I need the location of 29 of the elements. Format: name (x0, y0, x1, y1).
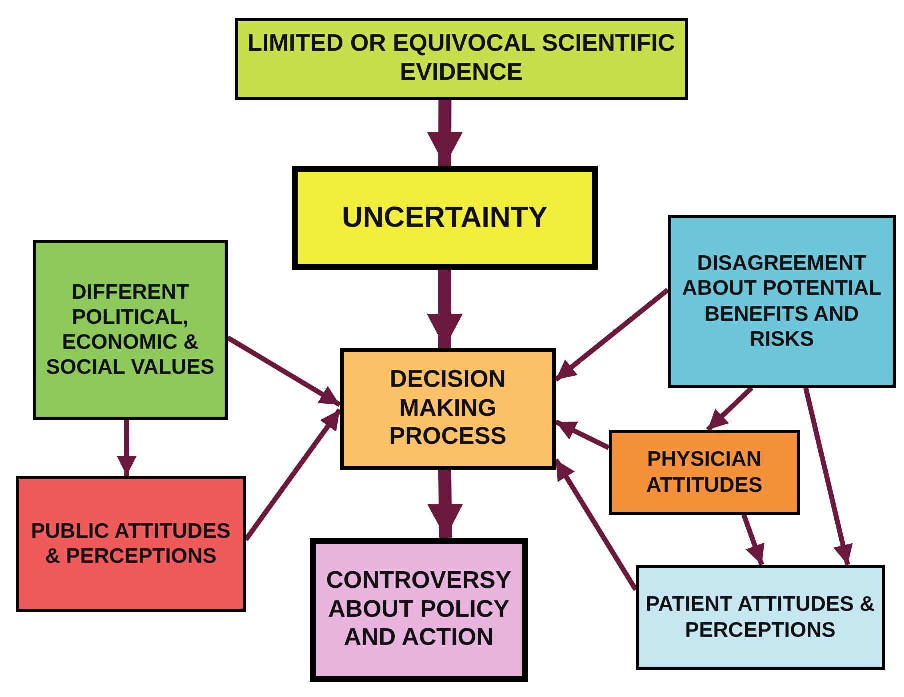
arrow (427, 100, 464, 166)
box-label: UNCERTAINTY (342, 200, 548, 236)
arrow (116, 420, 137, 476)
process-box (310, 538, 528, 682)
process-box (292, 166, 598, 270)
process-box (636, 565, 885, 670)
process-box (33, 240, 228, 420)
box-label: DISAGREEMENT ABOUT POTENTIAL BENEFITS AND RISKS (681, 251, 883, 352)
box-label: DECISION MAKING PROCESS (388, 366, 508, 452)
box-label: PUBLIC ATTITUDES & PERCEPTIONS (30, 518, 232, 570)
box-label: LIMITED OR EQUIVOCAL SCIENTIFIC EVIDENCE (246, 30, 676, 88)
arrow (427, 470, 464, 538)
arrow (426, 270, 463, 348)
process-box (16, 476, 246, 612)
process-box (235, 18, 688, 100)
arrow (226, 336, 342, 408)
box-label: PATIENT ATTITUDES & PERCEPTIONS (644, 592, 876, 643)
arrow (554, 288, 670, 382)
box-label: CONTROVERSY ABOUT POLICY AND ACTION (325, 566, 513, 654)
arrow (804, 387, 854, 566)
box-label: DIFFERENT POLITICAL, ECONOMIC & SOCIAL VALUES (45, 280, 216, 380)
box-label: PHYSICIAN ATTITUDES (645, 447, 764, 498)
process-box (609, 430, 800, 515)
arrow (554, 458, 638, 592)
process-box (340, 348, 556, 470)
arrow (554, 420, 610, 450)
arrow (706, 386, 754, 432)
arrow (742, 514, 765, 566)
process-box (668, 215, 896, 388)
